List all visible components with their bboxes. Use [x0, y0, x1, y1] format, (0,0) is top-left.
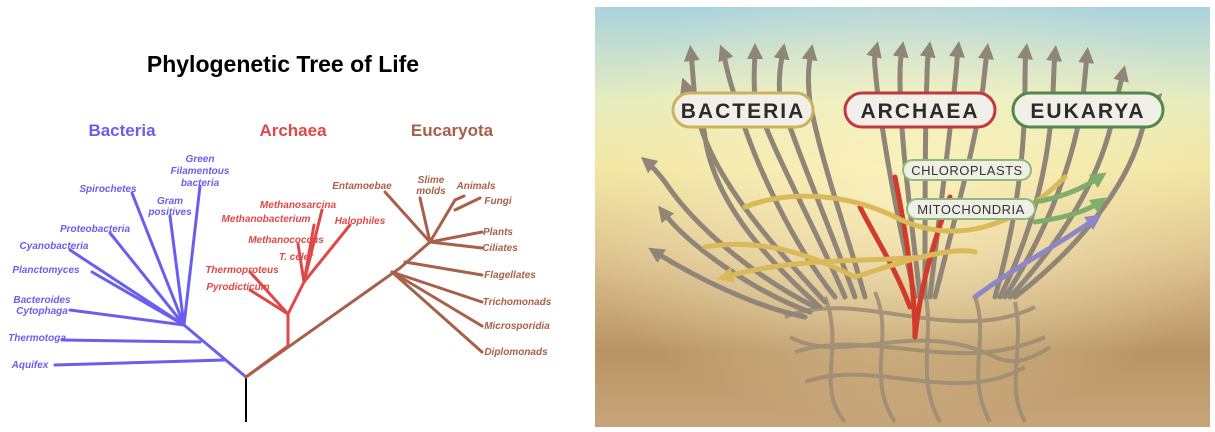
taxon-methanococcus: Methanococcus	[248, 235, 324, 246]
taxon-slime-molds-2: molds	[416, 186, 446, 197]
web-of-life-illustration: BACTERIA ARCHAEA EUKARYA CHLOROPLASTS MI…	[595, 7, 1210, 427]
label-chloroplasts: CHLOROPLASTS	[903, 160, 1031, 180]
taxon-methanosarcina: Methanosarcina	[260, 200, 337, 211]
domain-label-archaea: Archaea	[259, 121, 327, 140]
taxon-microsporidia: Microsporidia	[484, 321, 550, 332]
taxon-cyanobacteria: Cyanobacteria	[20, 241, 89, 252]
domain-label-eucaryota: Eucaryota	[411, 121, 494, 140]
badge-eukarya: EUKARYA	[1013, 93, 1163, 127]
taxon-plants: Plants	[483, 227, 513, 238]
taxon-ciliates: Ciliates	[482, 243, 518, 254]
taxon-t-celer: T. celer	[279, 252, 314, 263]
label-chloroplasts-text: CHLOROPLASTS	[911, 163, 1022, 178]
taxon-aquifex: Aquifex	[11, 360, 49, 371]
taxon-spirochetes: Spirochetes	[79, 184, 137, 195]
taxon-animals: Animals	[456, 181, 496, 192]
taxon-planctomyces: Planctomyces	[12, 265, 80, 276]
tree-title: Phylogenetic Tree of Life	[147, 51, 419, 77]
bacteria-taxa: Green Filamentous bacteria Spirochetes G…	[8, 154, 230, 371]
taxon-trichomonads: Trichomonads	[483, 297, 552, 308]
taxon-bacteroides-1: Bacteroides	[13, 295, 71, 306]
eucaryota-taxa: Entamoebae Slime molds Animals Fungi Pla…	[332, 175, 552, 358]
taxon-gram-positives-1: Gram	[157, 196, 183, 207]
web-of-life-svg: BACTERIA ARCHAEA EUKARYA CHLOROPLASTS MI…	[595, 7, 1210, 427]
taxon-gram-positives-2: positives	[147, 207, 192, 218]
badge-bacteria: BACTERIA	[673, 93, 813, 127]
taxon-proteobacteria: Proteobacteria	[60, 224, 130, 235]
archaea-taxa: Methanosarcina Methanobacterium Methanoc…	[205, 200, 385, 293]
badge-bacteria-label: BACTERIA	[681, 100, 806, 123]
taxon-thermotoga: Thermotoga	[8, 333, 66, 344]
taxon-pyrodicticum: Pyrodicticum	[206, 282, 269, 293]
taxon-green-filamentous-3: bacteria	[181, 178, 220, 189]
label-mitochondria: MITOCHONDRIA	[907, 199, 1035, 219]
taxon-diplomonads: Diplomonads	[484, 347, 548, 358]
badge-archaea-label: ARCHAEA	[861, 100, 980, 123]
taxon-slime-molds-1: Slime	[418, 175, 445, 186]
taxon-entamoebae: Entamoebae	[332, 181, 392, 192]
taxon-thermoproteus: Thermoproteus	[205, 265, 279, 276]
taxon-flagellates: Flagellates	[484, 270, 536, 281]
phylogenetic-tree-svg: Phylogenetic Tree of Life Bacteria Archa…	[0, 0, 580, 427]
badge-eukarya-label: EUKARYA	[1030, 100, 1145, 123]
taxon-green-filamentous-2: Filamentous	[171, 166, 230, 177]
taxon-green-filamentous-1: Green	[186, 154, 215, 165]
taxon-fungi: Fungi	[484, 196, 511, 207]
label-mitochondria-text: MITOCHONDRIA	[917, 202, 1025, 217]
domain-label-bacteria: Bacteria	[88, 121, 156, 140]
taxon-halophiles: Halophiles	[335, 216, 386, 227]
taxon-bacteroides-2: Cytophaga	[16, 306, 68, 317]
taxon-methanobacterium: Methanobacterium	[222, 214, 311, 225]
badge-archaea: ARCHAEA	[845, 93, 995, 127]
phylogenetic-tree-panel: Phylogenetic Tree of Life Bacteria Archa…	[0, 0, 580, 427]
